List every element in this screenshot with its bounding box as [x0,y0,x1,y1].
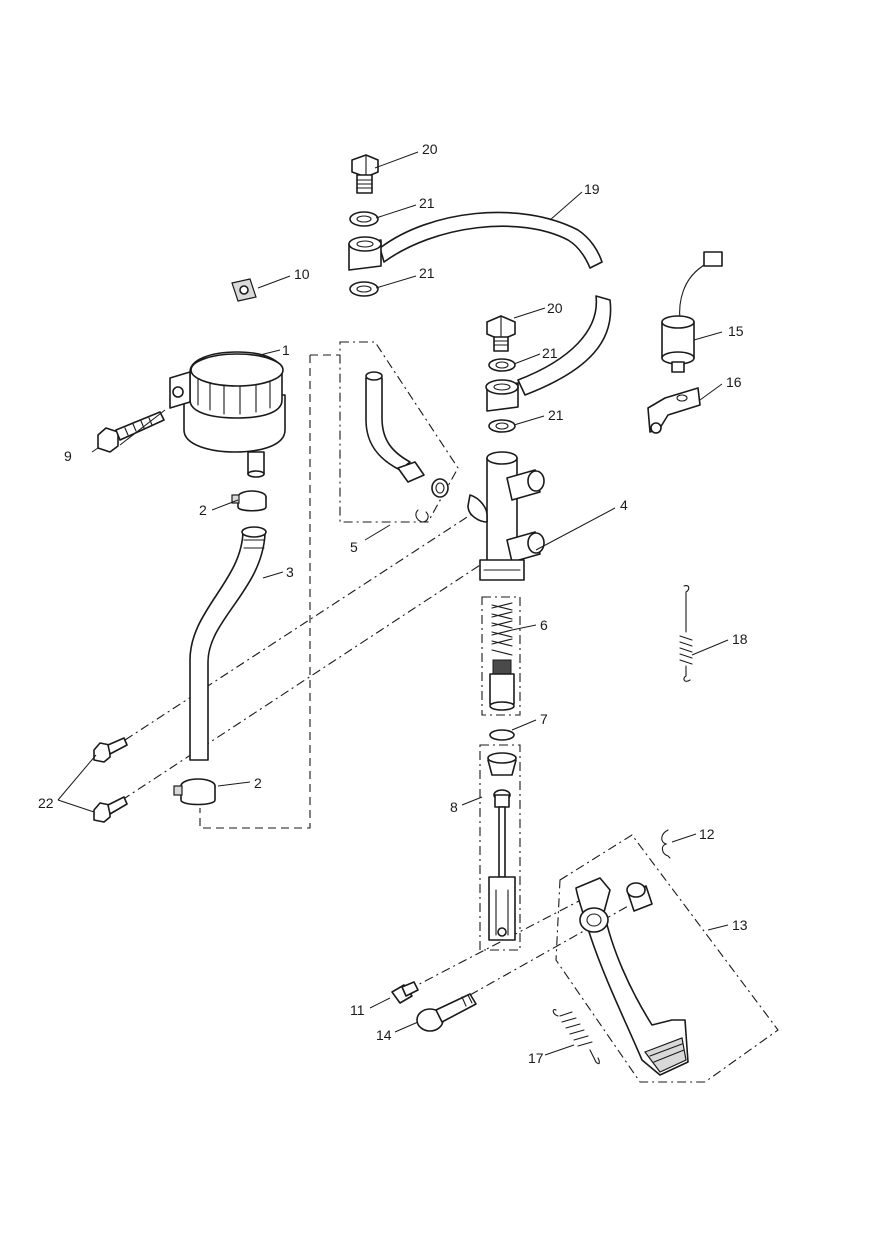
boundary-part-8 [479,744,521,951]
callout-11: 11 [350,1002,365,1018]
callout-5: 5 [350,539,358,555]
master-cylinder [467,451,545,581]
split-pin [661,829,671,859]
callout-10: 10 [294,266,310,282]
washer-lower-top [488,358,516,372]
callout-2-lower: 2 [254,775,262,791]
callout-21-b: 21 [419,265,435,281]
callout-20-upper: 20 [422,141,438,157]
return-spring-right [679,585,693,682]
callout-7: 7 [540,711,548,727]
mounting-bolt-lower [93,796,128,823]
brake-hose [348,211,612,412]
alignment-bolt-upper [124,509,479,741]
callout-8: 8 [450,799,458,815]
circlip [489,729,515,741]
callout-21-d: 21 [548,407,564,423]
boundary-part-13 [555,834,779,1083]
hose-clip-upper [231,490,267,512]
washer-upper-top-hole [356,215,372,223]
washer-lower-bottom-hole [495,422,509,430]
fluid-reservoir [169,351,286,478]
banjo-bolt-upper [351,154,379,194]
reservoir-hose [189,526,267,761]
brake-pedal [575,877,689,1076]
callout-16: 16 [726,374,742,390]
hose-clip-lower [173,778,216,806]
callout-14: 14 [376,1027,392,1043]
callout-6: 6 [540,617,548,633]
switch-bracket [647,387,701,434]
washer-upper-bottom-hole [356,285,372,293]
callout-13: 13 [732,917,748,933]
boundary-part-6 [481,596,521,716]
alignment-bolt-lower [121,551,501,801]
return-spring-pedal [552,1009,600,1065]
push-rod [487,752,517,941]
washer-lower-top-hole [495,361,509,369]
piston-spring-kit [489,602,515,711]
callout-19: 19 [584,181,600,197]
callout-12: 12 [699,826,715,842]
leader-lines [57,151,729,1056]
washer-upper-bottom [349,281,379,297]
clip-nut [231,278,257,302]
callout-20-lower: 20 [547,300,563,316]
banjo-bolt-lower [486,315,516,352]
callout-18: 18 [732,631,748,647]
clevis-pin [391,981,419,1004]
brake-light-switch [661,251,723,373]
callout-15: 15 [728,323,744,339]
mounting-bolt-upper [93,737,128,763]
pedal-bushing [626,882,653,912]
callout-21-c: 21 [542,345,558,361]
washer-upper-top [349,211,379,227]
boundary-reservoir-hose [199,354,340,829]
callout-3: 3 [286,564,294,580]
callout-9: 9 [64,448,72,464]
washer-lower-bottom [488,419,516,433]
pivot-bolt [416,993,477,1032]
callout-17: 17 [528,1050,544,1066]
callout-22: 22 [38,795,54,811]
elbow-pipe [365,371,449,523]
callout-1: 1 [282,342,290,358]
callout-4: 4 [620,497,628,513]
callout-21-a: 21 [419,195,435,211]
callout-2-upper: 2 [199,502,207,518]
